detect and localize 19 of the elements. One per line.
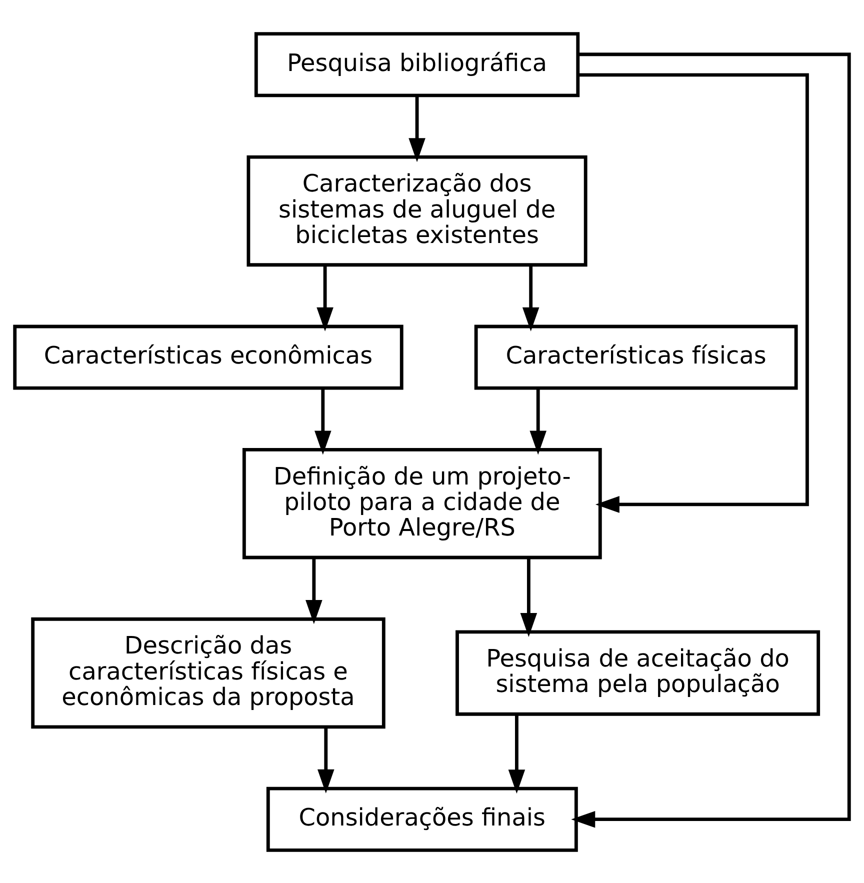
arrow (508, 714, 526, 794)
arrow (408, 95, 426, 162)
node-box: Caracterização dos sistemas de aluguel de bicicletas existentes (246, 154, 588, 266)
arrow (316, 264, 334, 331)
arrow (318, 727, 334, 793)
arrow (522, 264, 540, 331)
arrow (306, 557, 322, 624)
arrow (578, 72, 809, 512)
node-box: Descrição das características físicas e econômicas da proposta (31, 616, 386, 728)
node-box: Características econômicas (13, 324, 404, 390)
node-box: Considerações finais (266, 786, 578, 852)
arrow (571, 52, 851, 828)
node-box: Pesquisa bibliográfica (254, 32, 580, 97)
node-box: Pesquisa de aceitação do sistema pela população (456, 630, 820, 716)
arrow (520, 557, 538, 636)
node-box: Características físicas (474, 324, 798, 390)
arrow (530, 388, 546, 454)
node-box: Definição de um projeto-piloto para a cidade de Porto Alegre/RS (242, 447, 602, 559)
arrow (314, 388, 332, 454)
